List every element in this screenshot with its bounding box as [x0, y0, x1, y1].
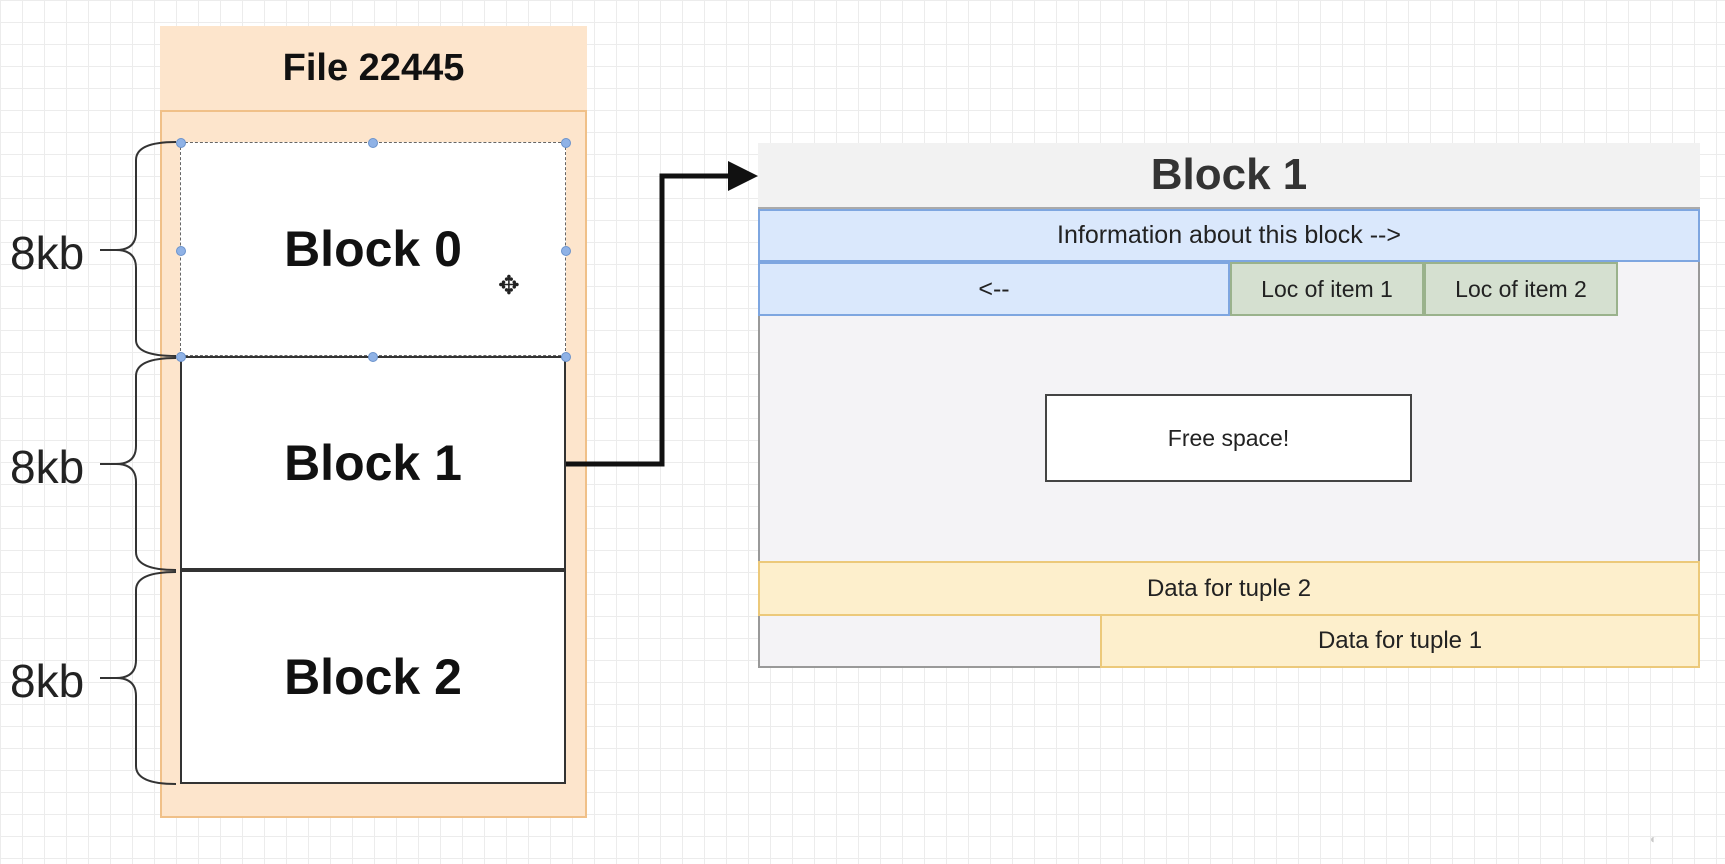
selection-handle[interactable] [176, 246, 186, 256]
loc-item-2[interactable]: Loc of item 2 [1424, 262, 1618, 316]
file-title[interactable]: File 22445 [160, 26, 587, 112]
watermark-logo: ◐ [1650, 832, 1658, 846]
selection-handle[interactable] [561, 138, 571, 148]
size-label-block-1: 8kb [10, 441, 85, 493]
selection-handle[interactable] [176, 138, 186, 148]
tuple-2-data[interactable]: Data for tuple 2 [758, 561, 1700, 616]
block-detail-title[interactable]: Block 1 [758, 143, 1700, 209]
loc-item-1[interactable]: Loc of item 1 [1230, 262, 1424, 316]
move-cursor-icon: ✥ [498, 270, 520, 300]
brace-block-1 [115, 357, 177, 571]
size-label-block-2: 8kb [10, 655, 85, 707]
selection-handle[interactable] [561, 246, 571, 256]
selection-handle[interactable] [368, 138, 378, 148]
block-2[interactable]: Block 2 [180, 570, 566, 784]
block-1-connector-arrow [566, 173, 738, 467]
connector-arrowhead [728, 161, 758, 191]
block-1[interactable]: Block 1 [180, 356, 566, 570]
free-space-box[interactable]: Free space! [1045, 394, 1412, 482]
brace-block-0 [115, 141, 177, 357]
selection-handle[interactable] [176, 352, 186, 362]
brace-block-2 [115, 571, 177, 785]
pointer-arrow-cell[interactable]: <-- [758, 262, 1230, 316]
block-info-header[interactable]: Information about this block --> [758, 209, 1700, 262]
tuple-1-data[interactable]: Data for tuple 1 [1100, 614, 1700, 668]
selection-handle[interactable] [368, 352, 378, 362]
size-braces [100, 141, 177, 785]
selection-handle[interactable] [561, 352, 571, 362]
size-label-block-0: 8kb [10, 227, 85, 279]
